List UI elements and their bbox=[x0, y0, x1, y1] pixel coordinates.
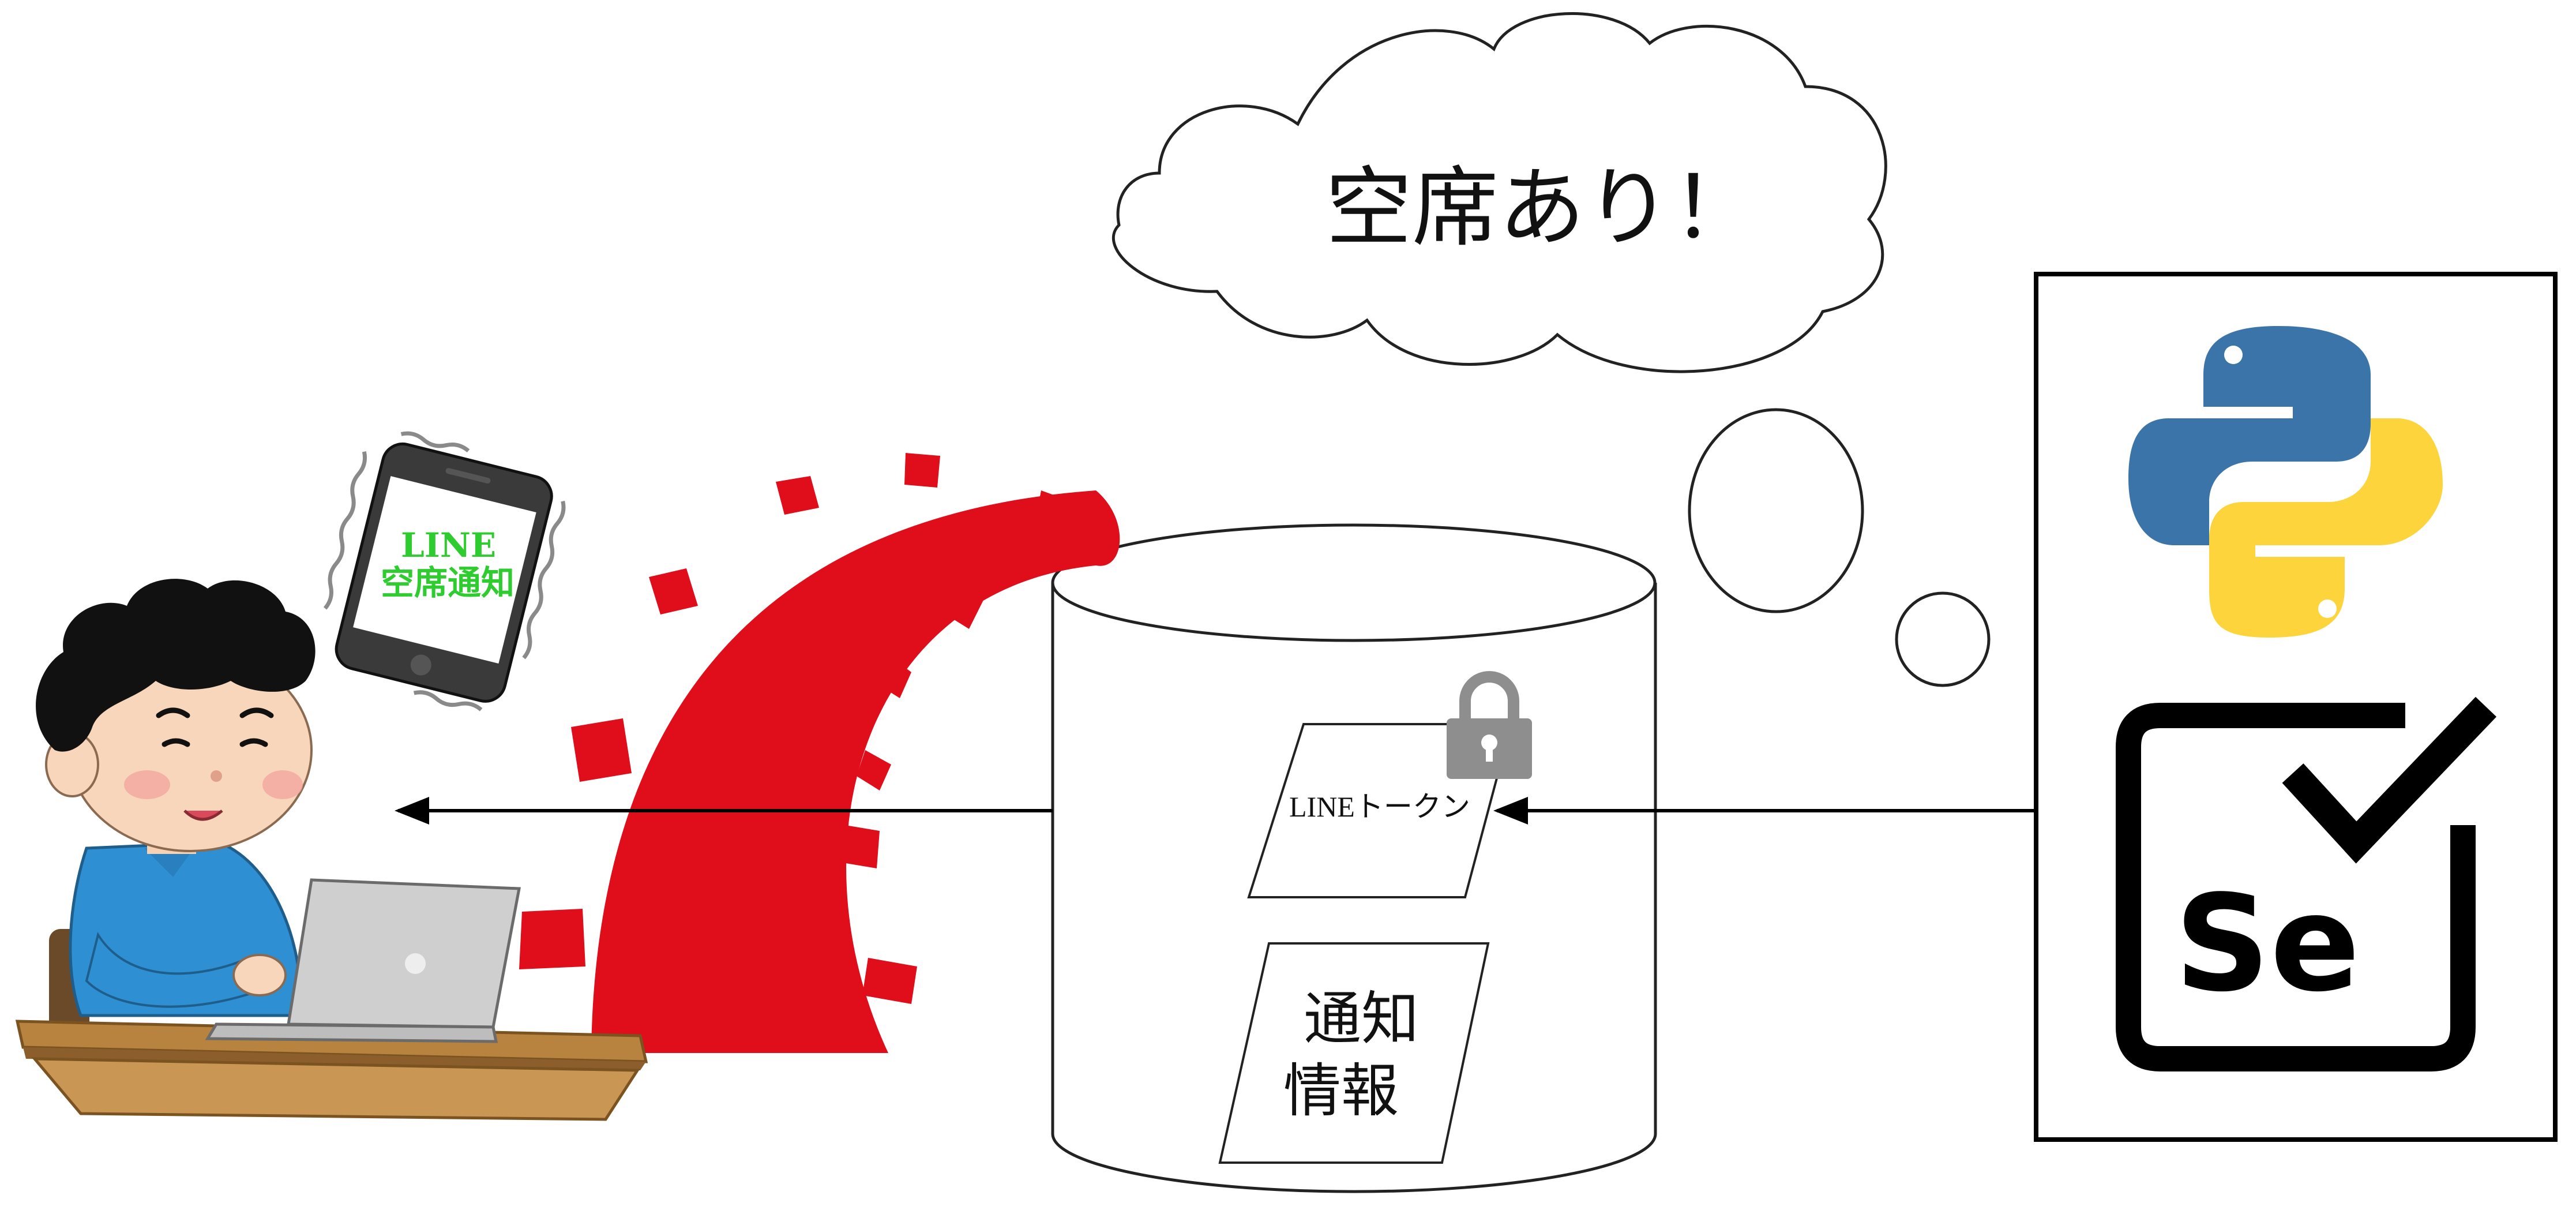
cloud-text: 空席あり！ bbox=[1325, 158, 1758, 258]
token-label: LINEトークン bbox=[1289, 790, 1470, 823]
line-token-box: LINEトークン bbox=[1247, 723, 1513, 898]
thought-cloud: 空席あり！ bbox=[1111, 12, 1991, 687]
notification-info-box: 通知 情報 bbox=[1218, 942, 1490, 1164]
python-logo bbox=[2128, 326, 2443, 638]
smartphone bbox=[323, 431, 566, 711]
phone-line2: 空席通知 bbox=[381, 563, 515, 602]
thought-bubble-large bbox=[1688, 408, 1864, 613]
notify-line2: 情報 bbox=[1283, 1057, 1399, 1125]
thought-bubble-small bbox=[1895, 591, 1991, 687]
phone-line1: LINE bbox=[401, 526, 496, 565]
lock-icon bbox=[1447, 671, 1532, 779]
selenium-text: Se bbox=[2175, 867, 2360, 1021]
person-at-laptop bbox=[15, 579, 648, 1121]
selenium-logo: Se bbox=[2116, 696, 2497, 1071]
rails-logo bbox=[519, 453, 1120, 1053]
notify-line1: 通知 bbox=[1304, 985, 1419, 1052]
